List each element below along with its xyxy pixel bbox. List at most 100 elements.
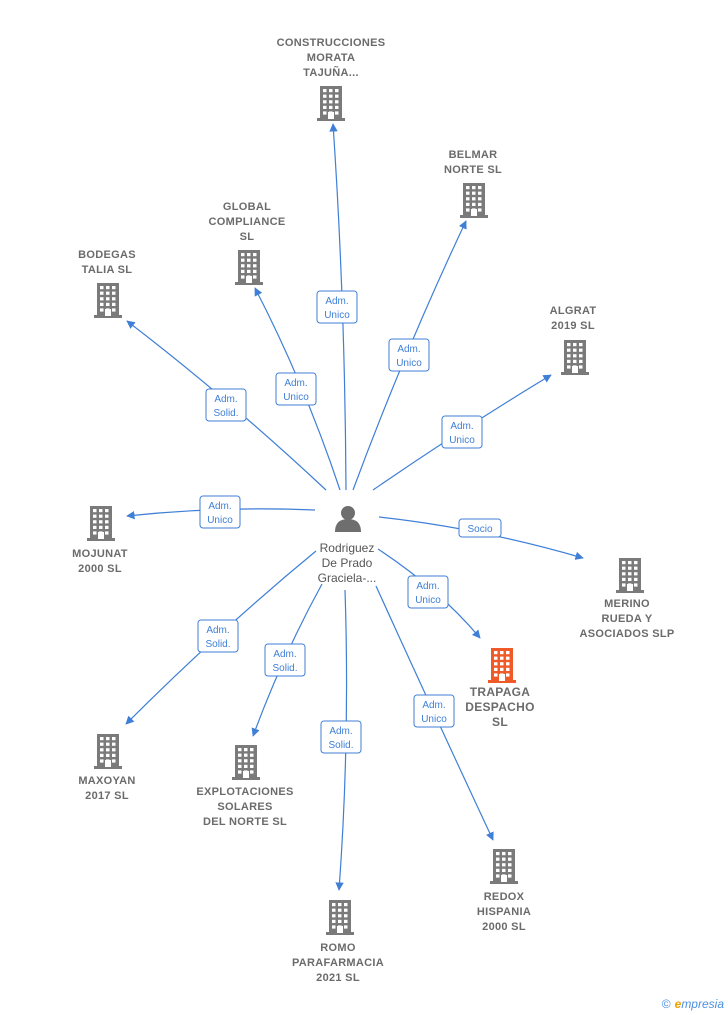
edge-label-text: Adm. [416,581,439,592]
brand-logo-e: e [674,997,682,1011]
edge-label-belmar[interactable]: Adm. Unico [388,338,430,372]
company-node-maxoyan[interactable]: MAXOYAN 2017 SL [78,734,135,802]
company-label-line: RUEDA Y [602,613,653,625]
edge-label-text: Adm. [208,501,231,512]
company-label-line: COMPLIANCE [209,216,286,228]
edge-bodegas: Adm. Solid. [126,320,327,491]
edge-label-text: Adm. [325,296,348,307]
edge-label-text: Solid. [205,639,230,650]
center-name-line-3: Graciela-... [318,571,377,585]
highlighted-building-icon [488,648,516,683]
company-label-line: BODEGAS [78,249,136,261]
edges-layer: Adm.UnicoAdm.UnicoAdm.UnicoAdm.Solid.Adm… [125,123,584,891]
building-icon [561,340,589,375]
watermark: ©empresia [662,997,724,1011]
building-icon [317,86,345,121]
company-node-mojunat[interactable]: MOJUNAT 2000 SL [72,506,128,575]
edge-romo: Adm.Solid. [320,589,362,891]
edge-label-text: Adm. [422,700,445,711]
edge-label-text: Unico [449,435,475,446]
edge-redox: Adm. Unico [375,585,494,841]
building-icon [235,250,263,285]
edge-label-mojunat[interactable]: Adm. Unico [199,495,241,529]
edge-label-romo[interactable]: Adm.Solid. [320,720,362,754]
company-label-line: MAXOYAN [78,775,135,787]
edge-label-text: Unico [324,310,350,321]
edge-label-text: Adm. [273,649,296,660]
edge-label-maxoyan[interactable]: Adm. Solid. [197,619,239,653]
building-icon [326,900,354,935]
company-label-line: ASOCIADOS SLP [580,628,675,640]
edge-label-construcciones[interactable]: Adm. Unico [316,290,358,324]
building-icon [232,745,260,780]
company-label-line: CONSTRUCCIONES [277,37,386,49]
edge-label-bodegas[interactable]: Adm.Solid. [205,388,247,422]
edge-label-text: Adm. [206,625,229,636]
edge-label-text: Unico [283,392,309,403]
edge-label-text: Adm. [397,344,420,355]
building-icon [94,734,122,769]
edge-label-text: Solid. [272,663,297,674]
company-label-line: TRAPAGA [470,685,531,699]
building-icon [87,506,115,541]
edge-label-explotaciones[interactable]: Adm. Solid. [264,643,306,677]
company-label-line: NORTE SL [444,164,502,176]
company-label-line: 2000 SL [78,563,122,575]
edge-label-text: Adm. [450,421,473,432]
company-node-merino[interactable]: MERINO RUEDA Y ASOCIADOS SLP [580,558,675,640]
nodes-layer: CONSTRUCCIONES MORATA TAJUÑA... BELMARNORTE… [72,37,674,984]
building-icon [94,283,122,318]
edge-label-text: Unico [207,515,233,526]
edge-label-trapaga[interactable]: Adm. Unico [407,575,449,609]
company-label-line: DESPACHO [465,700,535,714]
company-label-line: ALGRAT [550,305,597,317]
company-label-line: REDOX [484,891,525,903]
edge-belmar: Adm. Unico [352,220,467,491]
edge-label-text: Unico [396,358,422,369]
edge-label-text: Solid. [213,408,238,419]
edge-construcciones: Adm. Unico [316,123,358,491]
company-label-line: MERINO [604,598,650,610]
edge-label-merino[interactable]: Socio [458,518,502,538]
company-label-line: GLOBAL [223,201,271,213]
edge-algrat: Adm. Unico [372,374,552,491]
company-label-line: TALIA SL [82,264,133,276]
building-icon [616,558,644,593]
edge-label-text: Socio [467,524,492,535]
company-label-line: SL [240,231,255,243]
brand-logo-text: mpresia [681,997,724,1011]
center-node[interactable]: Rodriguez De Prado Graciela-... [318,506,377,585]
company-node-bodegas[interactable]: BODEGAS TALIA SL [78,249,136,318]
edge-label-redox[interactable]: Adm.Unico [413,694,455,728]
center-name-line-2: De Prado [322,556,373,570]
edge-label-global[interactable]: Adm. Unico [275,372,317,406]
company-label-line: TAJUÑA... [303,66,359,79]
edge-maxoyan: Adm. Solid. [125,550,317,725]
company-node-construcciones[interactable]: CONSTRUCCIONES MORATA TAJUÑA... [277,37,386,121]
company-label-line: MOJUNAT [72,548,128,560]
building-icon [490,849,518,884]
center-name-line-1: Rodriguez [320,541,375,555]
company-label-line: ROMO [320,942,356,954]
copyright-symbol: © [661,997,671,1011]
edge-explotaciones: Adm. Solid. [251,583,323,737]
company-label-line: EXPLOTACIONES [196,786,293,798]
edge-label-text: Unico [415,595,441,606]
company-label-line: PARAFARMACIA [292,957,384,969]
edge-label-text: Adm. [284,378,307,389]
edge-label-text: Adm. [329,726,352,737]
company-node-global[interactable]: GLOBAL COMPLIANCE SL [209,201,286,285]
edge-trapaga: Adm. Unico [377,548,481,639]
edge-label-algrat[interactable]: Adm. Unico [441,415,483,449]
company-label-line: MORATA [307,52,355,64]
company-label-line: 2000 SL [482,921,526,933]
person-icon [335,506,361,532]
company-label-line: 2017 SL [85,790,129,802]
